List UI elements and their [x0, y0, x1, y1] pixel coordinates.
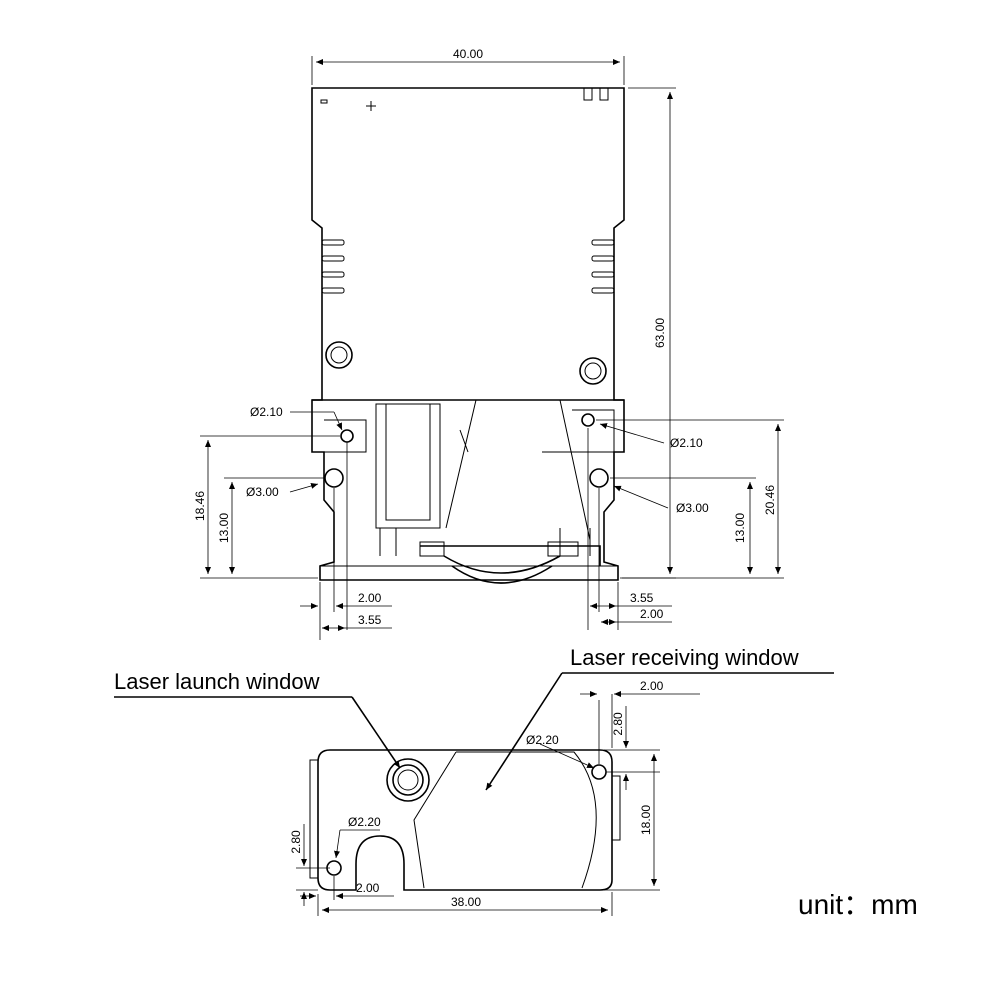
- dim-right-offset-large: 3.55: [630, 591, 654, 605]
- receive-channel: [530, 399, 591, 541]
- bottom-hole-right: [591, 764, 607, 780]
- top-notches: [583, 88, 609, 101]
- side-tabs: [309, 759, 621, 879]
- dim-total-height: 63.00: [653, 318, 667, 348]
- marker-minus: [320, 99, 328, 104]
- legs: [379, 528, 591, 556]
- dim-right-height-lower: 13.00: [733, 513, 747, 543]
- bottom-view: [309, 749, 621, 891]
- dim-hole-upper-left: Ø2.10: [250, 405, 283, 419]
- dim-right-offset-small: 2.00: [640, 607, 664, 621]
- right-screw: [579, 357, 607, 385]
- emitter-housing: [375, 403, 441, 529]
- lens-base: [420, 545, 601, 584]
- hole-upper-left: [340, 429, 354, 443]
- dim-bottom-left-hole: Ø2.20: [348, 815, 381, 829]
- marker-plus: [366, 101, 376, 111]
- unit-label: unit：mm: [798, 889, 918, 920]
- dim-bottom-right-h-offset: 2.00: [640, 679, 664, 693]
- launch-window-label: Laser launch window: [114, 669, 320, 694]
- dim-right-height-upper: 20.46: [763, 485, 777, 515]
- launch-lens-block: [419, 541, 445, 557]
- dim-bottom-width: 38.00: [451, 895, 481, 909]
- mount-tabs: [324, 409, 615, 453]
- hole-lower-right: [589, 468, 609, 488]
- dim-bottom-height: 18.00: [639, 805, 653, 835]
- dim-bottom-left-v-offset: 2.80: [289, 830, 303, 854]
- top-view: [311, 87, 625, 584]
- dim-left-height-upper: 18.46: [193, 491, 207, 521]
- launch-channel: [440, 399, 477, 529]
- bottom-dimensions: 2.00 2.80 Ø2.20 18.00 Ø2.20 2.80 2.00 38…: [289, 679, 700, 916]
- left-screw: [325, 341, 353, 369]
- hole-upper-right: [581, 413, 595, 427]
- right-vent-slots: [591, 239, 615, 294]
- dim-left-offset-small: 2.00: [358, 591, 382, 605]
- dim-hole-lower-left: Ø3.00: [246, 485, 279, 499]
- dim-hole-upper-right: Ø2.10: [670, 436, 703, 450]
- dim-hole-lower-right: Ø3.00: [676, 501, 709, 515]
- receive-lens-block: [547, 541, 579, 557]
- top-dimensions: 40.00 63.00 Ø2.10 Ø2.10 Ø3.00 Ø3.00 18.4…: [193, 47, 784, 640]
- dim-bottom-left-h-offset: 2.00: [356, 881, 380, 895]
- dim-top-width: 40.00: [453, 47, 483, 61]
- receiving-window-label: Laser receiving window: [570, 645, 799, 670]
- module-outline: [311, 87, 625, 581]
- dim-bottom-right-v-offset: 2.80: [611, 712, 625, 736]
- dim-bottom-right-hole: Ø2.20: [526, 733, 559, 747]
- left-vent-slots: [321, 239, 345, 294]
- callouts: Laser launch window Laser receiving wind…: [114, 645, 918, 920]
- dim-left-offset-large: 3.55: [358, 613, 382, 627]
- hole-lower-left: [324, 468, 344, 488]
- launch-window-lens: [386, 758, 430, 802]
- dim-left-height-lower: 13.00: [217, 513, 231, 543]
- receiving-window-outline: [413, 751, 597, 889]
